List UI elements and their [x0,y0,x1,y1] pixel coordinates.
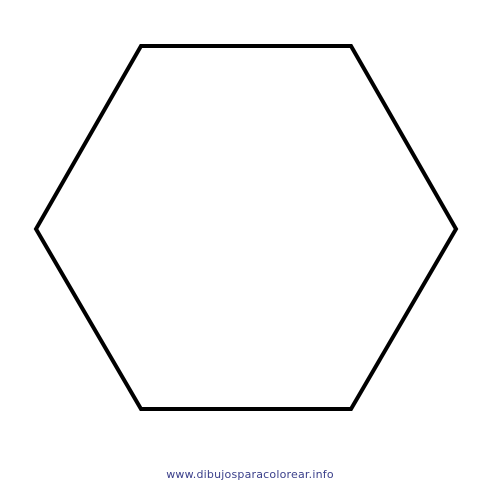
watermark-url: www.dibujosparacolorear.info [166,468,334,481]
hexagon-shape [33,44,459,411]
